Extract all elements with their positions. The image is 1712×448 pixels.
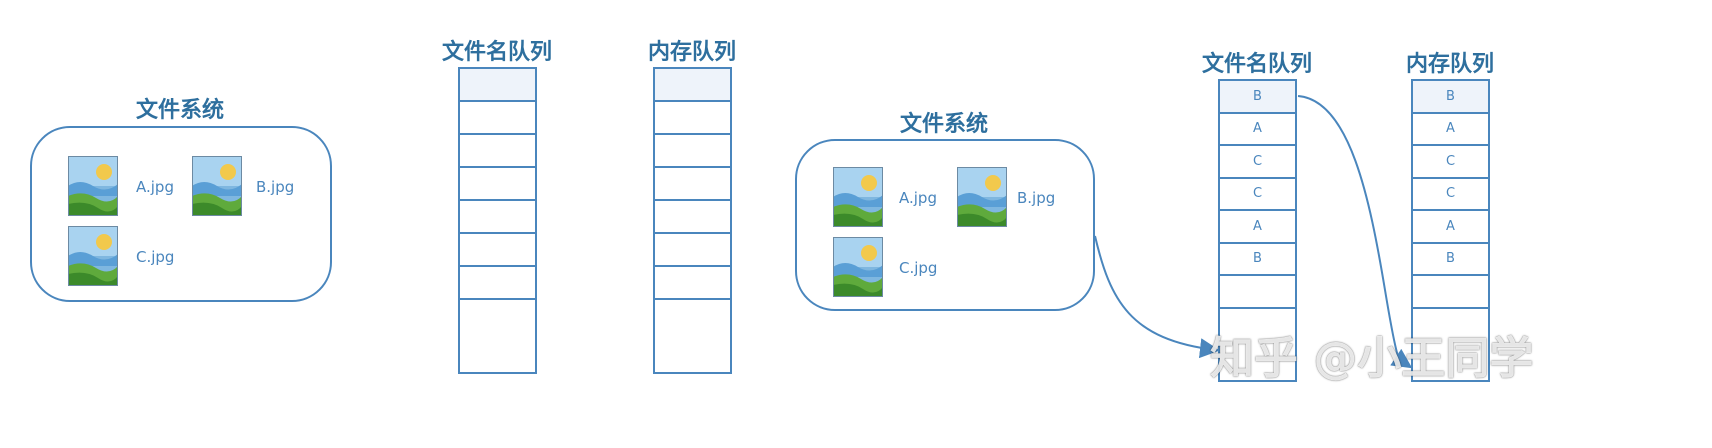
watermark: 知乎 @小王同学 (1210, 333, 1534, 384)
queue-cell: A (1220, 211, 1295, 244)
queue-cell (655, 102, 730, 135)
queue-cell: C (1413, 146, 1488, 179)
queue-cell: A (1220, 114, 1295, 146)
queue-cell (460, 267, 535, 300)
queue-cell: B (1413, 244, 1488, 276)
queue-cell: C (1220, 146, 1295, 179)
right-file-c-name: C.jpg (899, 259, 938, 277)
queue-cell: A (1413, 114, 1488, 146)
queue-cell (655, 234, 730, 267)
queue-cell (460, 168, 535, 201)
queue-cell: B (1220, 244, 1295, 276)
queue-cell (460, 102, 535, 135)
queue-cell (655, 201, 730, 234)
right-file-system-box: A.jpg B.jpg C.jpg (795, 139, 1095, 311)
queue-cell (460, 135, 535, 168)
left-file-b-name: B.jpg (256, 178, 295, 196)
queue-cell (1220, 276, 1295, 309)
right-file-a-name: A.jpg (899, 189, 937, 207)
queue-cell (460, 201, 535, 234)
queue-cell (1413, 276, 1488, 309)
left-memory-queue-title: 内存队列 (647, 40, 737, 65)
right-memory-queue-title: 内存队列 (1405, 52, 1495, 77)
right-file-b-name: B.jpg (1017, 189, 1056, 207)
queue-cell (655, 267, 730, 300)
queue-cell: A (1413, 211, 1488, 244)
queue-cell: B (1220, 81, 1295, 114)
left-file-a-name: A.jpg (136, 178, 174, 196)
queue-cell (460, 234, 535, 267)
queue-cell (655, 135, 730, 168)
right-fs-title: 文件系统 (899, 112, 989, 137)
left-memory-queue (653, 67, 732, 374)
filename-to-memory-queue-arrow (1297, 95, 1413, 369)
queue-cell (460, 69, 535, 102)
left-file-system-box: A.jpg B.jpg C.jpg (30, 126, 332, 302)
queue-cell: C (1413, 179, 1488, 211)
queue-cell: B (1413, 81, 1488, 114)
queue-cell (655, 69, 730, 102)
left-filename-queue-title: 文件名队列 (441, 40, 553, 65)
queue-cell (655, 168, 730, 201)
right-filename-queue-title: 文件名队列 (1201, 52, 1313, 77)
left-file-c-name: C.jpg (136, 248, 175, 266)
queue-cell: C (1220, 179, 1295, 211)
left-filename-queue (458, 67, 537, 374)
fs-to-filename-queue-arrow (1094, 235, 1220, 359)
left-fs-title: 文件系统 (135, 98, 225, 123)
